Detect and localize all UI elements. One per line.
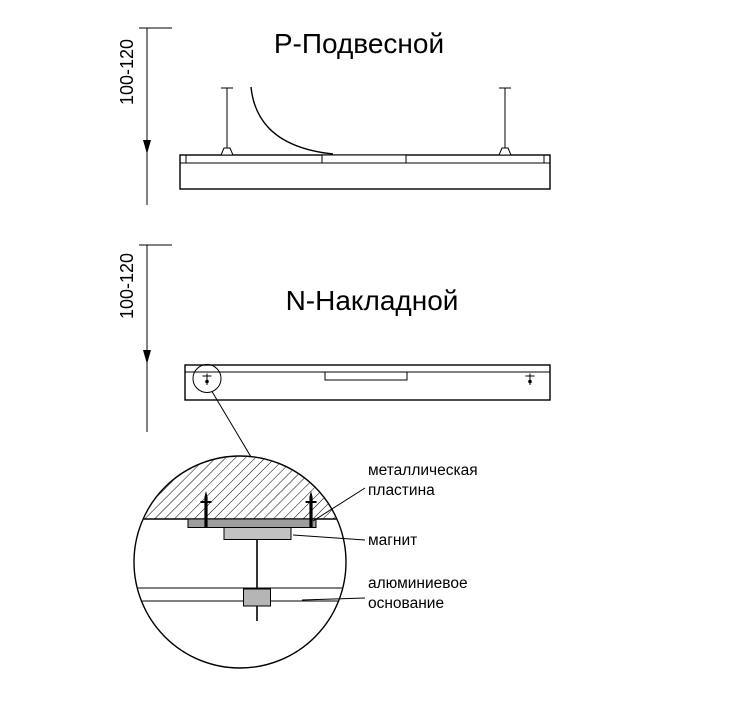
detail-leader-line bbox=[211, 391, 258, 468]
fixture-center-module bbox=[324, 371, 408, 381]
suspended-fixture-profile bbox=[179, 147, 551, 190]
screw-head bbox=[205, 379, 209, 384]
surface-fixture-profile bbox=[184, 364, 551, 401]
fixture-body bbox=[184, 364, 551, 401]
base-label-line2: основание bbox=[368, 595, 444, 612]
magnet-leader-line bbox=[292, 534, 366, 541]
suspended-title: Р-Подвесной bbox=[274, 28, 444, 59]
suspension-cables bbox=[221, 86, 511, 155]
detail-callouts: металлическая пластина магнит алюминиево… bbox=[292, 462, 478, 612]
cable-grommet-left bbox=[220, 147, 234, 156]
cable-grommet-right bbox=[498, 147, 512, 156]
detail-view: металлическая пластина магнит алюминиево… bbox=[133, 455, 478, 669]
dimension-arrow-down bbox=[143, 140, 151, 154]
ceiling-hatch-area bbox=[134, 456, 346, 519]
magnet bbox=[223, 527, 292, 540]
detail-marker-circle bbox=[192, 364, 222, 393]
suspended-mount-view: Р-Подвесной 100-120 bbox=[117, 27, 551, 205]
surface-dimension-label: 100-120 bbox=[117, 253, 137, 319]
dimension-arrow-down bbox=[143, 350, 151, 364]
screw-tip bbox=[309, 491, 313, 497]
suspended-dimension: 100-120 bbox=[117, 27, 172, 205]
screw-tip bbox=[204, 491, 208, 497]
fixture-center-module bbox=[321, 154, 407, 164]
surface-title: N-Накладной bbox=[286, 285, 459, 316]
plate-screw-left bbox=[200, 491, 212, 527]
magnet-label: магнит bbox=[368, 532, 417, 549]
screw-shaft bbox=[309, 497, 313, 527]
plate-leader-line bbox=[312, 487, 366, 522]
mount-screw-left bbox=[202, 373, 212, 385]
plate-label-line2: пластина bbox=[368, 482, 435, 499]
power-cable-curve bbox=[250, 86, 334, 155]
suspended-dimension-label: 100-120 bbox=[117, 39, 137, 105]
base-leader-line bbox=[301, 597, 366, 601]
mount-screw-right bbox=[525, 373, 535, 385]
plate-screw-right bbox=[305, 491, 317, 527]
surface-mount-view: N-Накладной 100-120 bbox=[117, 244, 551, 468]
base-label-line1: алюминиевое bbox=[368, 575, 468, 592]
base-fastener-block bbox=[243, 588, 271, 607]
surface-dimension: 100-120 bbox=[117, 244, 172, 432]
plate-label-line1: металлическая bbox=[368, 462, 478, 479]
screw-shaft bbox=[204, 497, 208, 527]
screw-head bbox=[528, 379, 532, 384]
